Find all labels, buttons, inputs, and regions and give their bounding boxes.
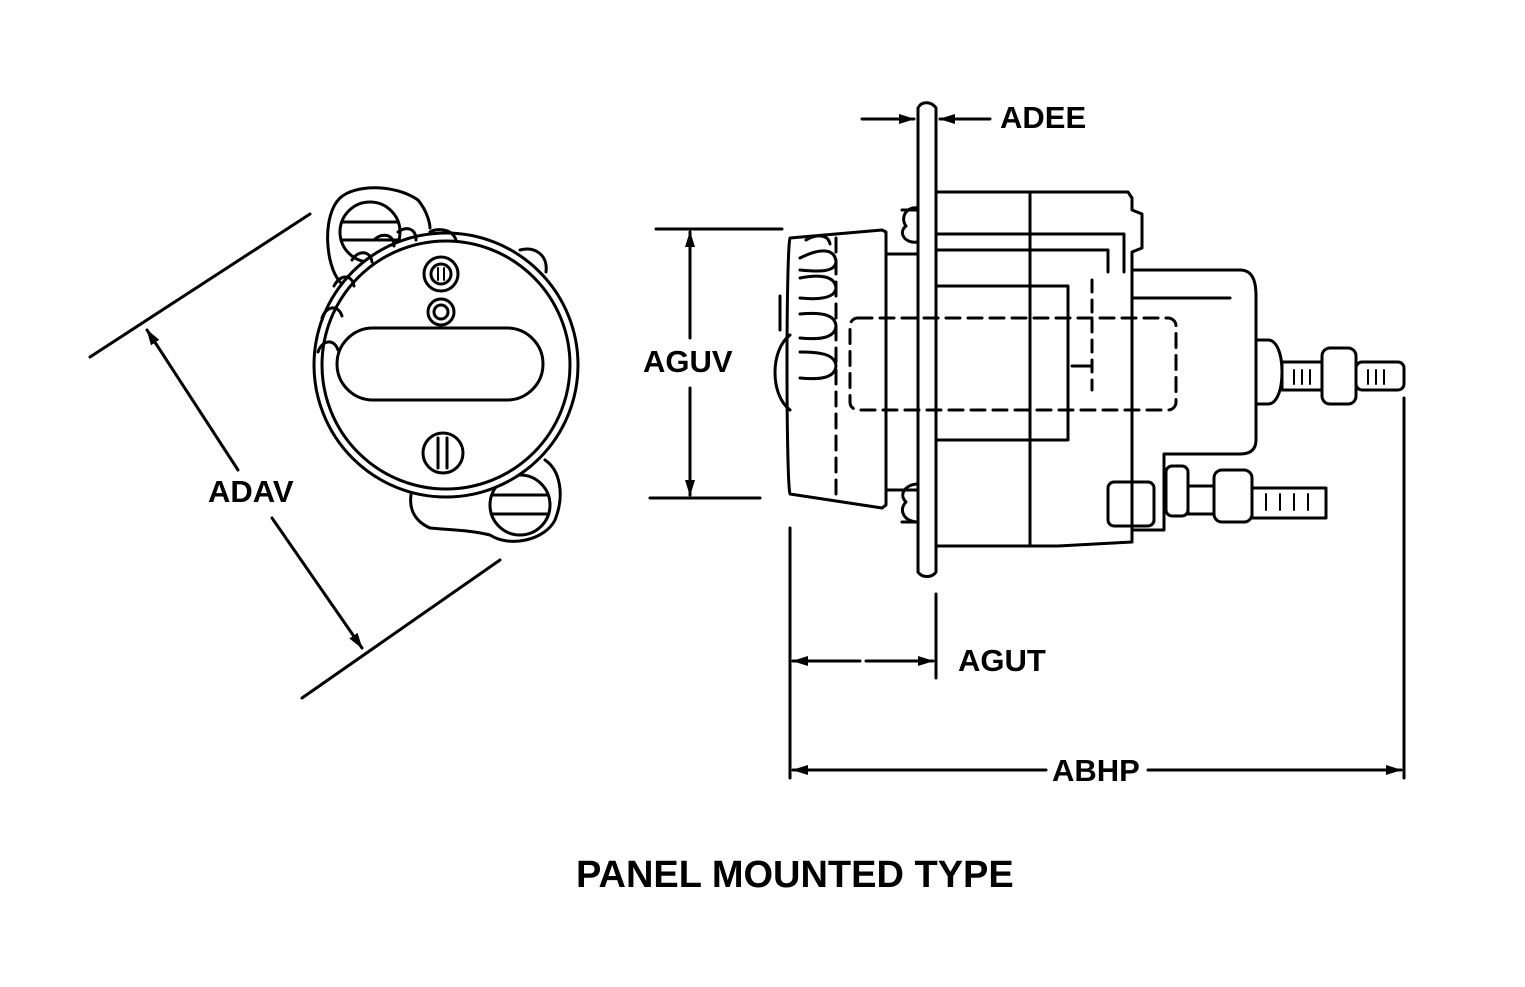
knob-scallops: [316, 227, 458, 354]
side-view: [773, 101, 1406, 578]
body-inner-step: [934, 232, 1126, 442]
knob-ribs: [798, 234, 838, 381]
agut-dimension: [788, 526, 938, 780]
adav-arrow-upper: [145, 328, 240, 472]
rear-terminal: [1254, 338, 1406, 406]
adav-label: ADAV: [208, 474, 294, 509]
rear-housing: [1130, 268, 1258, 532]
internal-shaft-hidden: [848, 316, 1178, 412]
abhp-dimension: [791, 396, 1406, 780]
mounting-flange: [326, 186, 562, 543]
knurled-knob: [785, 228, 888, 510]
bottom-adjust-screw: [421, 431, 465, 475]
main-body: [934, 190, 1144, 548]
knob-dome: [773, 333, 792, 412]
abhp-label: ABHP: [1052, 753, 1140, 788]
panel-plate: [916, 101, 938, 578]
aguv-label: AGUV: [643, 344, 733, 379]
aguv-dimension: [648, 227, 784, 500]
neck-clips: [901, 206, 920, 524]
front-body-outer: [312, 231, 580, 499]
front-body-inner: [320, 239, 572, 491]
adee-label: ADEE: [1000, 100, 1087, 135]
body-neck: [884, 208, 920, 524]
adav-extension-line-top: [88, 212, 312, 359]
adav-dimension: [88, 212, 502, 700]
top-adjust-screw: [422, 255, 460, 327]
diagram-caption: PANEL MOUNTED TYPE: [576, 854, 1014, 896]
adav-arrow-lower: [270, 516, 364, 650]
adav-extension-line-bottom: [300, 558, 502, 700]
front-view: [312, 186, 580, 543]
agut-label: AGUT: [958, 643, 1046, 678]
indicator-window: [335, 326, 545, 402]
lower-terminal: [1106, 464, 1328, 528]
